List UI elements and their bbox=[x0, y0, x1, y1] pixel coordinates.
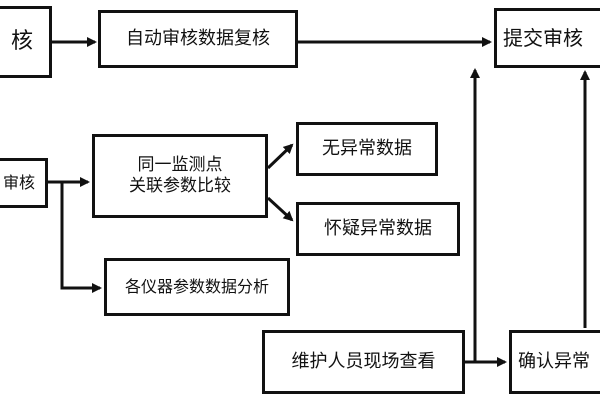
node-onsite-check: 维护人员现场查看 bbox=[262, 330, 465, 394]
node-suspect-anomaly-label: 怀疑异常数据 bbox=[324, 217, 432, 239]
arrow-compare-to-normal bbox=[266, 143, 294, 170]
node-instrument-analysis-label: 各仪器参数数据分析 bbox=[124, 277, 269, 296]
node-compare-line-2: 关联参数比较 bbox=[129, 176, 231, 196]
node-no-anomaly-label: 无异常数据 bbox=[322, 137, 412, 159]
node-submit-review-label: 提交审核 bbox=[503, 25, 583, 50]
node-onsite-check-label: 维护人员现场查看 bbox=[291, 350, 436, 372]
node-no-anomaly: 无异常数据 bbox=[296, 122, 438, 176]
node-manual-review-mid-label: 审核 bbox=[3, 173, 36, 192]
node-auto-review-label: 自动审核数据复核 bbox=[126, 27, 270, 49]
node-manual-review-mid: 审核 bbox=[0, 158, 48, 208]
node-compare: 同一监测点 关联参数比较 bbox=[92, 134, 268, 218]
arrow-review-to-instruments bbox=[60, 182, 102, 293]
arrow-compare-to-suspect bbox=[266, 196, 294, 222]
node-suspect-anomaly: 怀疑异常数据 bbox=[296, 202, 460, 256]
node-auto-review: 自动审核数据复核 bbox=[98, 10, 298, 68]
node-confirm-anomaly-label: 确认异常 bbox=[518, 350, 590, 372]
node-submit-review: 提交审核 bbox=[494, 8, 600, 68]
node-confirm-anomaly: 确认异常 bbox=[509, 330, 600, 394]
node-compare-line-1: 同一监测点 bbox=[137, 154, 223, 175]
node-manual-review-top-label: 核 bbox=[10, 29, 33, 55]
node-manual-review-top: 核 bbox=[0, 6, 52, 78]
node-instrument-analysis: 各仪器参数数据分析 bbox=[104, 258, 290, 316]
